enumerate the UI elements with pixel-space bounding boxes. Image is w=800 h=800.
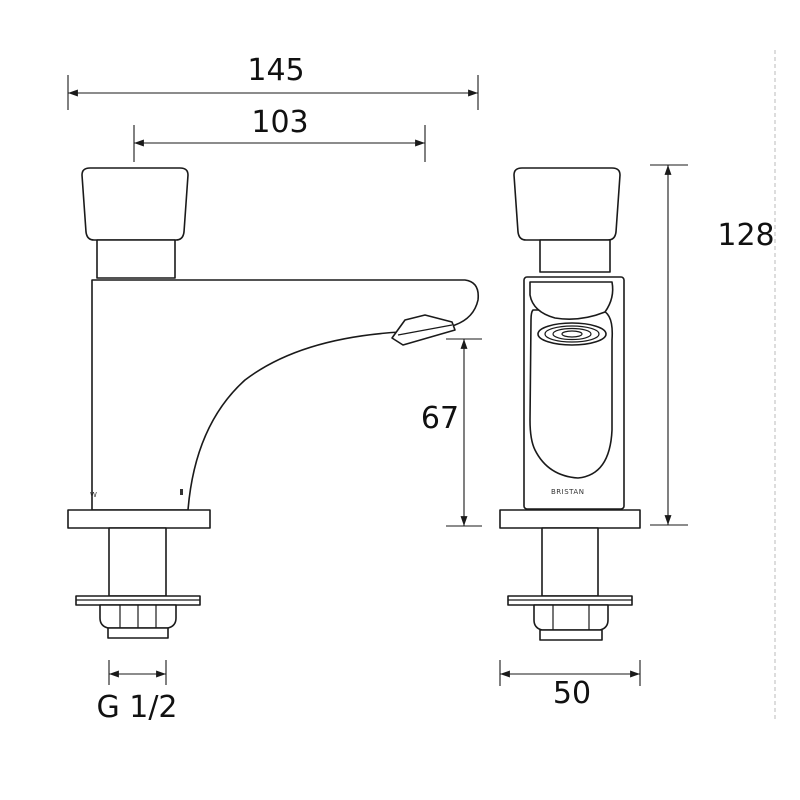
front-aerator-mesh (552, 327, 592, 341)
dimension-label-50: 50 (553, 676, 591, 711)
dimension-spout-reach: 103 (133, 105, 426, 162)
front-base-flange (499, 509, 641, 529)
front-view: BRISTAN (499, 167, 641, 641)
side-push-button (81, 167, 189, 241)
side-mark-left: W (90, 491, 97, 499)
dimension-label-thread: G 1/2 (96, 690, 177, 725)
front-spout-face (529, 281, 614, 320)
front-aerator-inner (544, 325, 600, 343)
front-back-nut (533, 604, 609, 631)
brand-mark: BRISTAN (551, 488, 584, 496)
side-button-collar (96, 239, 176, 279)
side-shank (108, 527, 167, 597)
dimension-spout-height: 67 (421, 338, 482, 527)
front-aerator-core (561, 330, 583, 338)
side-base-flange (67, 509, 211, 529)
side-thread-stub (107, 627, 169, 639)
dimension-thread: G 1/2 (96, 660, 178, 725)
dimension-label-128: 128 (717, 218, 774, 253)
dimension-label-67: 67 (421, 401, 459, 436)
dimension-label-103: 103 (251, 105, 308, 140)
front-aerator-ring (537, 322, 607, 346)
side-aerator-line (397, 324, 453, 336)
side-view: W (67, 167, 480, 639)
front-button-collar (539, 239, 611, 273)
front-spout-recess (529, 309, 614, 479)
side-mark-right (180, 489, 183, 495)
dimension-overall-height: 128 (650, 164, 775, 526)
front-thread-stub (539, 629, 603, 641)
side-tap-body (91, 279, 480, 511)
dimension-base-width: 50 (499, 660, 641, 711)
front-shank (541, 527, 599, 597)
dimension-overall-width: 145 (67, 53, 479, 110)
front-push-button (513, 167, 621, 241)
dimension-label-145: 145 (247, 53, 304, 88)
